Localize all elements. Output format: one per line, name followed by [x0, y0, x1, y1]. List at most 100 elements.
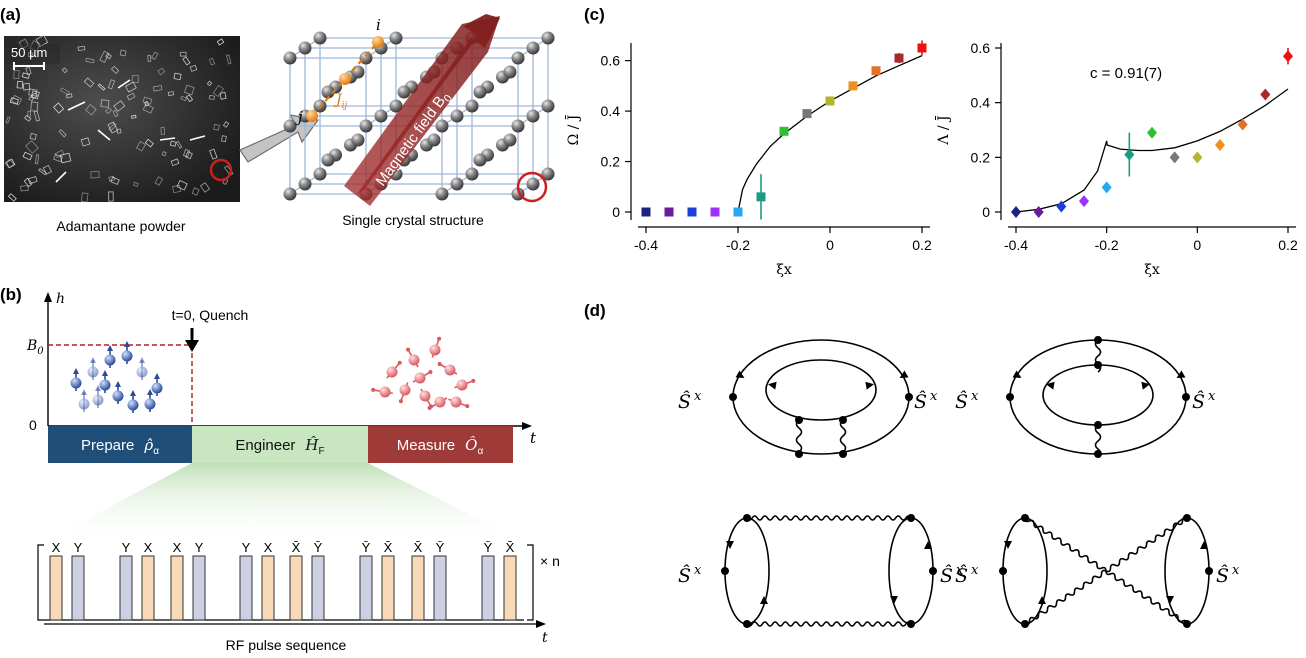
data-point: [1079, 195, 1089, 208]
x-tick-label: -0.2: [726, 237, 750, 253]
molecule-ball: [450, 109, 464, 123]
vertex-dot: [1021, 514, 1029, 522]
spin-ball: [456, 379, 468, 391]
arrow-icon: [726, 541, 734, 549]
prepare-sub: α: [153, 446, 159, 457]
y-tick-label: 0.2: [601, 154, 621, 170]
site-ball: [339, 73, 351, 85]
crystal-flake: [119, 49, 127, 57]
crystal-flake: [77, 45, 86, 51]
molecule-ball: [526, 109, 540, 123]
data-point: [917, 43, 927, 53]
diagram-vertices: [721, 336, 1213, 628]
molecule-ball: [435, 187, 449, 201]
crystal-flake: [116, 128, 122, 134]
data-point: [664, 207, 674, 217]
y-tick-label: 0: [612, 204, 620, 220]
data-point: [1237, 118, 1248, 131]
spin-ball: [151, 382, 163, 394]
crystal-flake: [108, 122, 117, 132]
x-axis-label: ξx: [776, 262, 792, 278]
x-tick-label: -0.4: [634, 237, 658, 253]
spin-arrowhead: [81, 389, 87, 395]
molecule-ball: [541, 99, 555, 113]
quench-label: t=0, Quench: [172, 307, 249, 323]
spin-ball: [379, 386, 391, 398]
y-axis-label: Λ / J̄: [934, 115, 952, 145]
crystal-flake: [16, 80, 24, 89]
pulse-label: Ȳ: [436, 540, 445, 555]
crystal-flake: [58, 129, 67, 138]
vertex-dot: [1006, 393, 1014, 401]
data-point: [1033, 206, 1044, 218]
coupling-line: [311, 41, 379, 117]
crystal-flake: [38, 168, 47, 176]
data-point: [1260, 88, 1271, 101]
repeat-label: × n: [540, 553, 560, 569]
arrow-icon: [1141, 381, 1150, 390]
crystal-flake: [216, 38, 225, 46]
polarized-spins: [70, 341, 163, 413]
spin-arrowhead: [154, 373, 160, 379]
crystal-flake: [108, 175, 116, 182]
crystal-flake: [179, 51, 187, 57]
data-point: [1215, 139, 1225, 152]
crystal-flake: [131, 74, 139, 84]
panel-a: (a) 50 µm Adamantane powder Magnetic f: [0, 5, 555, 234]
engineer-label: Engineer: [235, 437, 295, 454]
crystal-flake: [13, 69, 20, 79]
site-j-label: j: [295, 108, 303, 126]
crystal-flake: [151, 51, 159, 60]
vertex-dot: [929, 567, 937, 575]
molecule-ball: [503, 133, 517, 147]
spin-arrowhead: [90, 357, 96, 363]
coupling-sub: ij: [342, 101, 348, 111]
x-axis-label: ξx: [1144, 262, 1160, 278]
crystal-flake: [208, 57, 216, 66]
crystal-flake: [176, 179, 188, 191]
vertex-dot: [1094, 421, 1102, 429]
rf-pulse: [381, 555, 395, 621]
data-point: [1056, 200, 1067, 213]
crystal-flake: [21, 72, 30, 79]
svg-text:Jij: Jij: [333, 92, 348, 111]
arrow-icon: [1200, 541, 1208, 549]
crystal-flake: [99, 50, 110, 63]
y-tick-label: 0.6: [971, 40, 991, 56]
crystal-flake: [184, 84, 195, 96]
arrow-icon: [924, 541, 932, 549]
highlight-circle: [209, 158, 233, 182]
crystal-flake: [25, 66, 32, 75]
crystal-flake: [5, 116, 11, 124]
molecule-ball: [511, 119, 525, 133]
rf-pulse: [261, 555, 275, 621]
molecule-ball: [359, 51, 373, 65]
spin-ball: [408, 354, 420, 366]
crystal-flake: [107, 121, 119, 134]
molecule-ball: [526, 177, 540, 191]
pulse-label: Ȳ: [314, 540, 323, 555]
data-point: [1192, 151, 1203, 164]
molecule-ball: [283, 51, 297, 65]
vertex-dot: [743, 514, 751, 522]
data-point: [1169, 151, 1180, 164]
spin-arrowhead: [371, 387, 376, 392]
vertex-dot: [1182, 393, 1190, 401]
molecule-ball: [321, 85, 335, 99]
spin-arrowhead: [95, 385, 101, 391]
vertex-dot: [839, 416, 847, 424]
pulse-label: Y: [122, 540, 131, 555]
fit-note: c = 0.91(7): [1090, 65, 1162, 82]
vertex-dot: [1094, 450, 1102, 458]
data-point: [687, 207, 697, 217]
crystal-flake: [27, 176, 38, 185]
crystal-flake: [105, 107, 112, 115]
y-tick-label: 0.2: [971, 149, 991, 165]
molecule-ball: [465, 99, 479, 113]
spin-arrowhead: [437, 362, 442, 366]
spin-arrowhead: [471, 378, 476, 383]
